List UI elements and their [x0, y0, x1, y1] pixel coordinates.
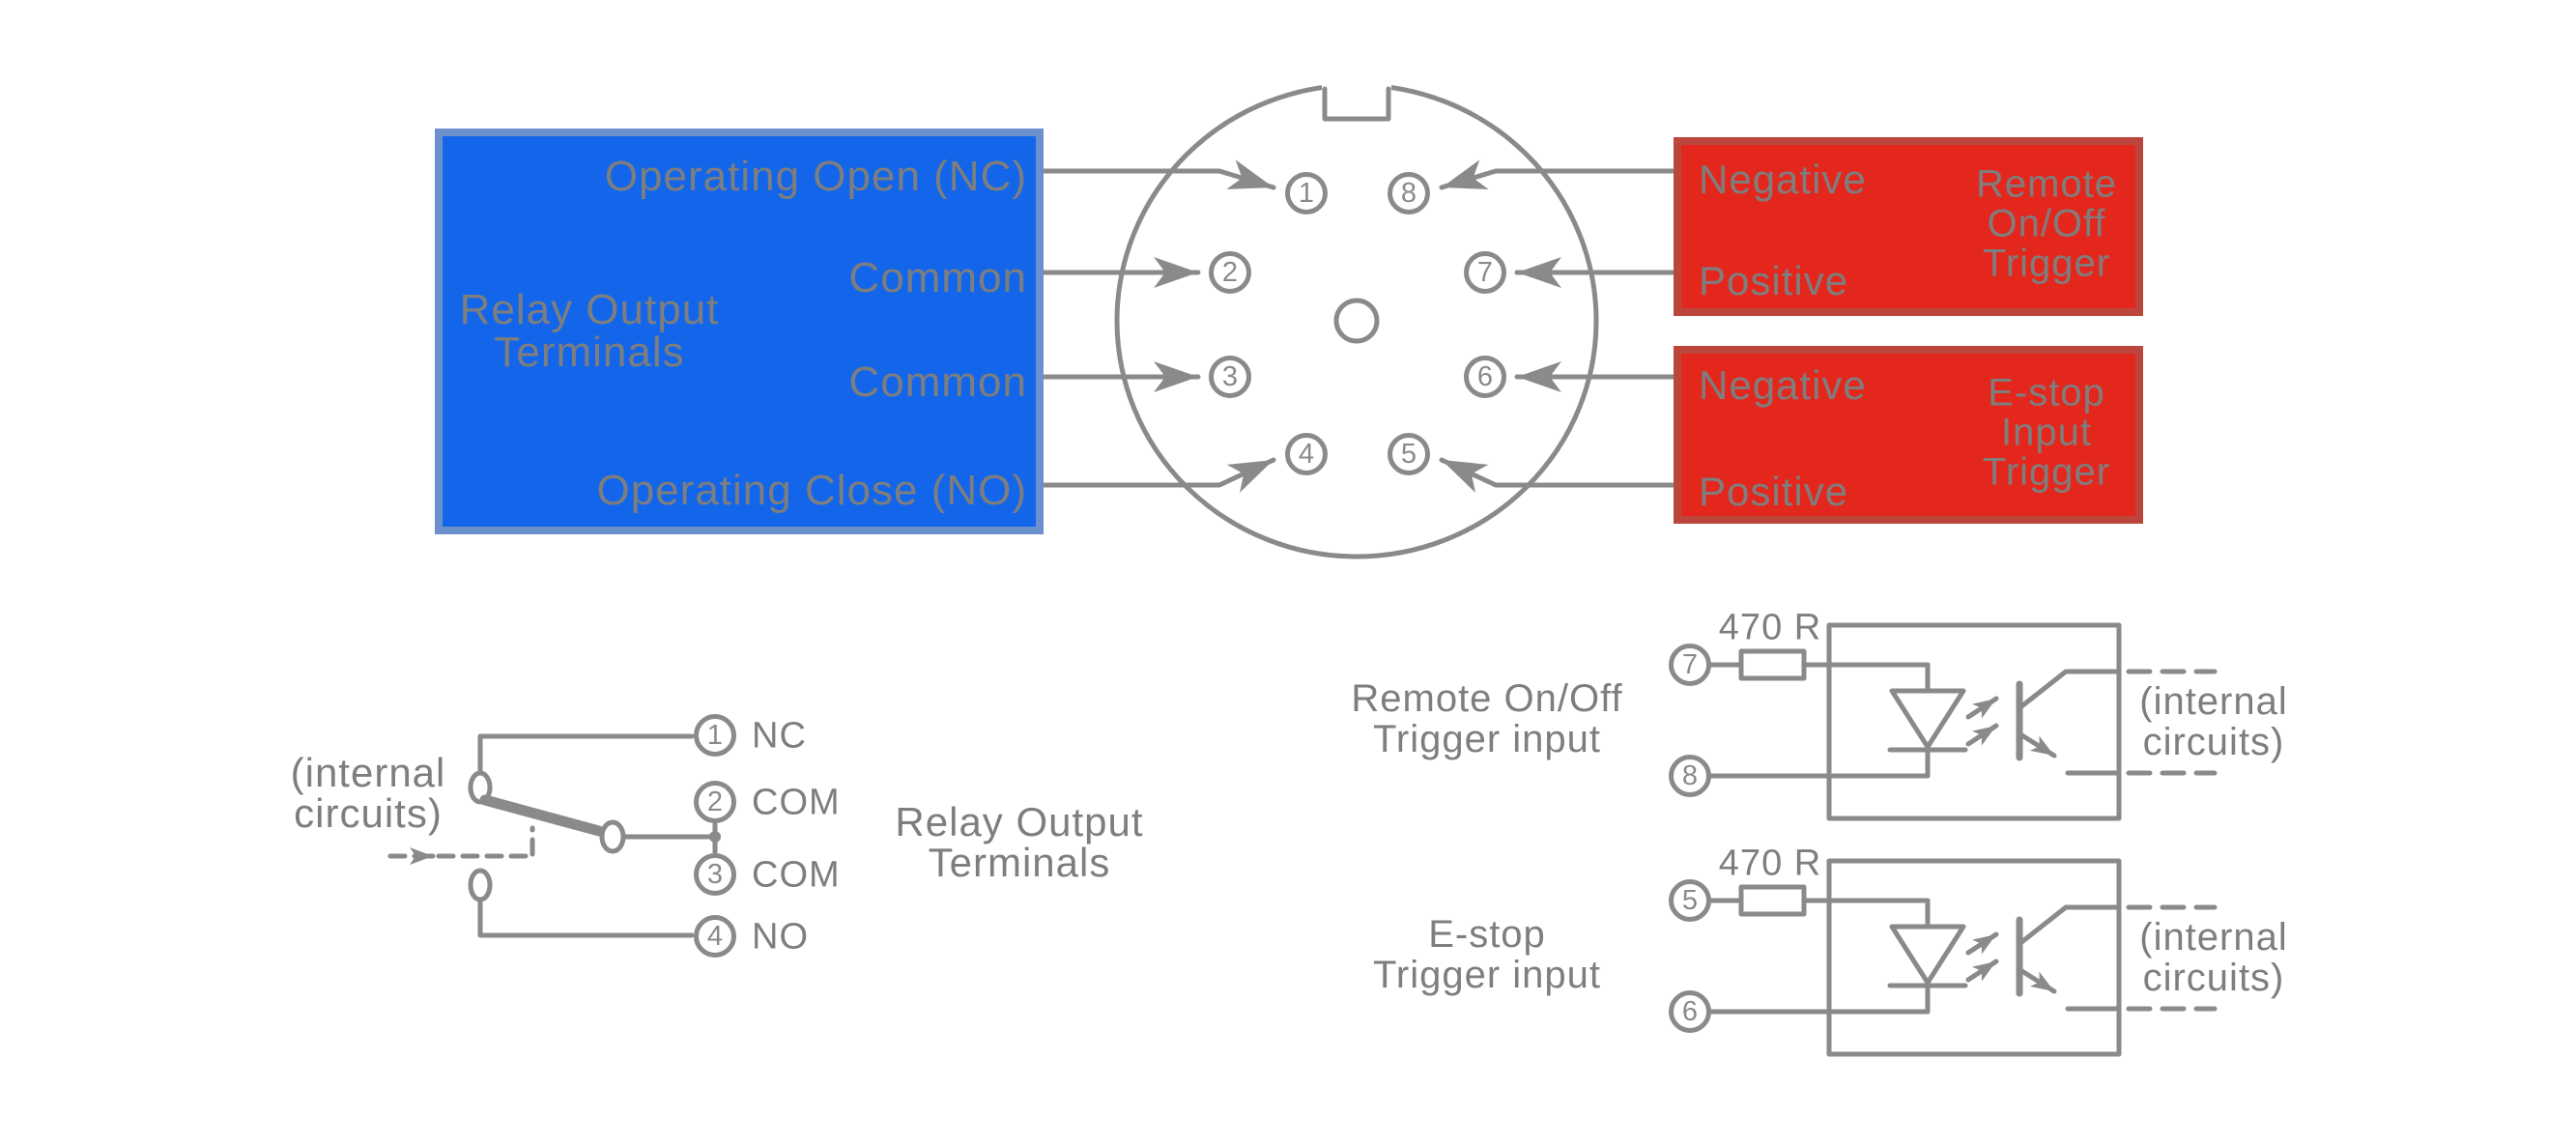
relay-row-label-nc: Operating Open (NC) [604, 153, 1027, 200]
relay-leader-lines [1039, 159, 1276, 493]
remote-trigger-title-line2: On/Off [1987, 202, 2106, 245]
remote-opto-label-line1: Remote On/Off [1351, 677, 1623, 720]
connector-pin-6: 6 [1464, 356, 1506, 398]
relay-schematic-label-no: NO [752, 916, 809, 958]
relay-row-label-no: Operating Close (NO) [596, 467, 1027, 514]
remote-trigger-title-line1: Remote [1975, 162, 2118, 206]
connector-pin-5: 5 [1388, 433, 1430, 475]
estop-trigger-box [1674, 346, 2143, 524]
relay-schematic-title: Relay Output Terminals [895, 802, 1143, 883]
remote-trigger-title: Remote On/Off Trigger [1975, 162, 2118, 285]
relay-internal-circuits-label: (internal circuits) [291, 753, 446, 834]
estop-opto-label: E-stop Trigger input [1373, 914, 1601, 995]
estop-opto-internal-line1: (internal [2139, 916, 2288, 959]
remote-opto-resistor-label: 470 R [1718, 607, 1822, 648]
opto-circuit-estop [1708, 858, 2218, 1057]
connector-pin-1: 1 [1285, 172, 1328, 215]
din-connector-outline [1114, 79, 1599, 559]
connector-pin-4: 4 [1285, 433, 1328, 475]
relay-schematic-pin-1: 1 [694, 714, 736, 757]
connector-pin-8: 8 [1388, 172, 1430, 215]
relay-output-terminals-box [435, 129, 1044, 534]
estop-trigger-title: E-stop Input Trigger [1982, 371, 2111, 494]
opto-circuit-remote [1708, 622, 2218, 821]
relay-box-title-line2: Terminals [494, 329, 685, 376]
relay-schematic-label-com1: COM [752, 782, 841, 823]
relay-schematic-label-nc: NC [752, 715, 807, 757]
estop-positive-label: Positive [1699, 469, 1849, 514]
remote-trigger-title-line3: Trigger [1982, 242, 2111, 285]
remote-opto-internal-label: (internal circuits) [2139, 681, 2288, 762]
trigger-leader-lines [1439, 159, 1676, 493]
estop-opto-pin-5: 5 [1669, 879, 1711, 922]
connector-pin-2: 2 [1209, 251, 1251, 294]
relay-schematic-title-line1: Relay Output [895, 799, 1144, 844]
remote-trigger-box [1674, 137, 2143, 316]
estop-negative-label: Negative [1699, 362, 1867, 408]
connector-pin-7: 7 [1464, 251, 1506, 294]
estop-opto-pin-6: 6 [1669, 990, 1711, 1033]
relay-schematic-pin-3: 3 [694, 853, 736, 896]
estop-opto-resistor-label: 470 R [1718, 843, 1822, 884]
remote-opto-internal-line2: circuits) [2142, 721, 2285, 763]
relay-row-label-common-2: Common [848, 358, 1027, 406]
relay-box-title: Relay Output Terminals [460, 289, 720, 374]
estop-opto-label-line2: Trigger input [1372, 954, 1602, 996]
connector-pin-3: 3 [1209, 356, 1251, 398]
estop-trigger-title-line1: E-stop [1988, 371, 2105, 415]
relay-box-title-line1: Relay Output [459, 286, 720, 333]
relay-internal-line1: (internal [290, 750, 446, 795]
remote-opto-label-line2: Trigger input [1372, 718, 1602, 760]
remote-opto-pin-8: 8 [1669, 755, 1711, 797]
relay-schematic-pin-4: 4 [694, 915, 736, 958]
estop-trigger-title-line3: Trigger [1982, 450, 2111, 494]
estop-opto-internal-line2: circuits) [2142, 957, 2285, 999]
remote-positive-label: Positive [1699, 258, 1849, 303]
remote-opto-label: Remote On/Off Trigger input [1351, 678, 1622, 759]
remote-negative-label: Negative [1699, 157, 1867, 202]
relay-internal-line2: circuits) [294, 790, 443, 836]
relay-switch-schematic [387, 733, 721, 938]
remote-opto-pin-7: 7 [1669, 644, 1711, 686]
relay-schematic-pin-2: 2 [694, 781, 736, 823]
estop-opto-internal-label: (internal circuits) [2139, 917, 2288, 998]
estop-opto-label-line1: E-stop [1428, 913, 1546, 956]
relay-schematic-title-line2: Terminals [928, 840, 1111, 885]
remote-opto-internal-line1: (internal [2139, 680, 2288, 723]
relay-schematic-label-com2: COM [752, 854, 841, 896]
relay-row-label-common-1: Common [848, 254, 1027, 301]
estop-trigger-title-line2: Input [2001, 411, 2092, 454]
